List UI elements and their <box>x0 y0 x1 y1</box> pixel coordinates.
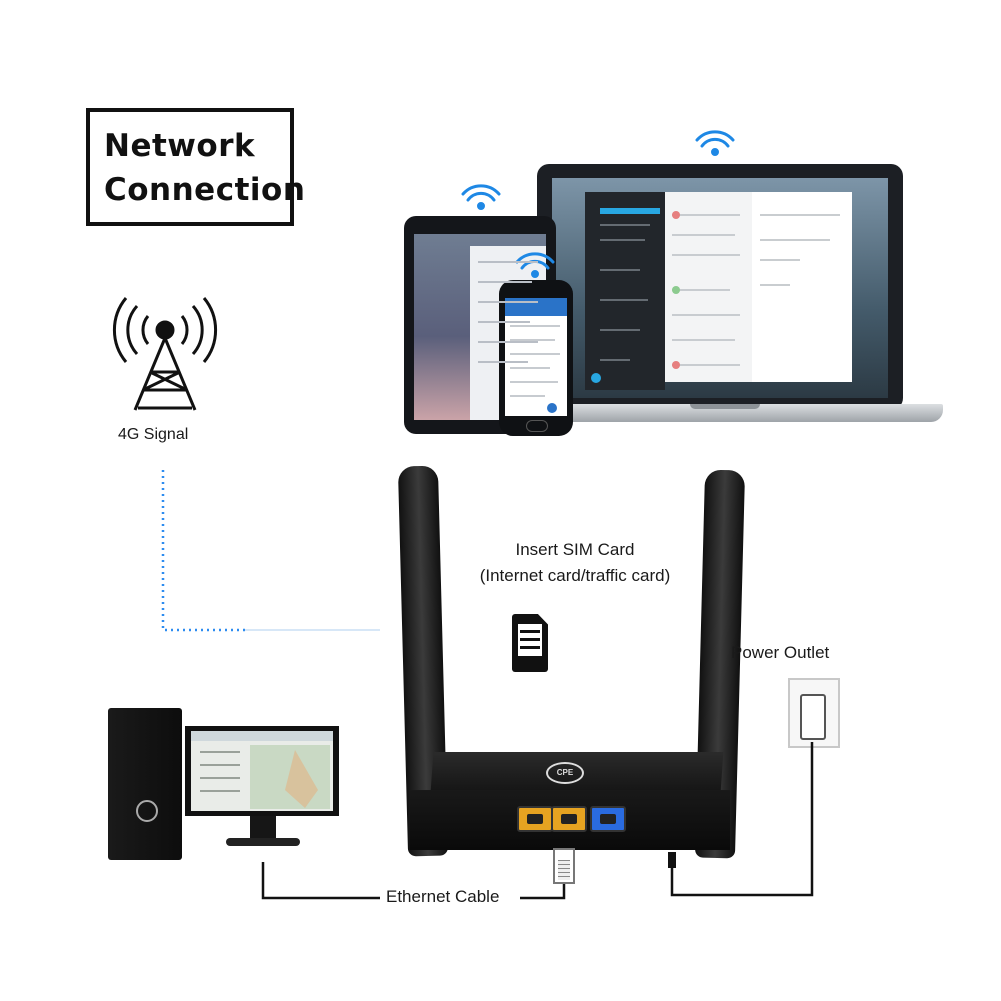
title-line-1: Network <box>104 128 256 164</box>
phone-fab-icon <box>547 403 557 413</box>
monitor-foot <box>226 838 300 846</box>
phone-home-button <box>526 420 548 432</box>
power-outlet-label: Power Outlet <box>731 643 830 662</box>
monitor-screen-content <box>191 731 333 809</box>
desktop-logo <box>136 800 158 822</box>
ethernet-plug-pins <box>558 860 570 880</box>
cell-tower-icon <box>112 297 218 411</box>
desktop-tower <box>108 708 182 860</box>
sim-card-subtitle: (Internet card/traffic card) <box>479 566 671 585</box>
ethernet-cable <box>261 862 566 900</box>
title-line-2: Connection <box>104 172 306 208</box>
phone-screen-content <box>510 325 560 397</box>
wifi-icon-tablet <box>461 184 501 210</box>
monitor-stand <box>250 816 276 840</box>
laptop-app-chat <box>752 192 852 382</box>
signal-connection-line <box>161 470 245 632</box>
power-jack <box>668 852 676 868</box>
power-cable <box>670 742 814 897</box>
wifi-icon-laptop <box>695 130 735 156</box>
wifi-icon-phone <box>515 252 555 278</box>
laptop-notch <box>690 404 760 409</box>
laptop-base <box>507 404 943 422</box>
lan-port-2 <box>551 806 587 832</box>
wan-port <box>590 806 626 832</box>
ethernet-cable-label: Ethernet Cable <box>382 887 504 907</box>
title-box: Network Connection <box>86 108 305 226</box>
sim-chip <box>518 624 542 656</box>
laptop-screen-content <box>591 208 840 383</box>
laptop-app-list <box>665 192 752 382</box>
signal-label: 4G Signal <box>118 426 189 443</box>
sim-card-title: Insert SIM Card <box>515 540 635 559</box>
power-plug <box>800 694 826 740</box>
router-logo: CPE <box>546 762 584 784</box>
tablet-screen-content <box>478 261 538 363</box>
